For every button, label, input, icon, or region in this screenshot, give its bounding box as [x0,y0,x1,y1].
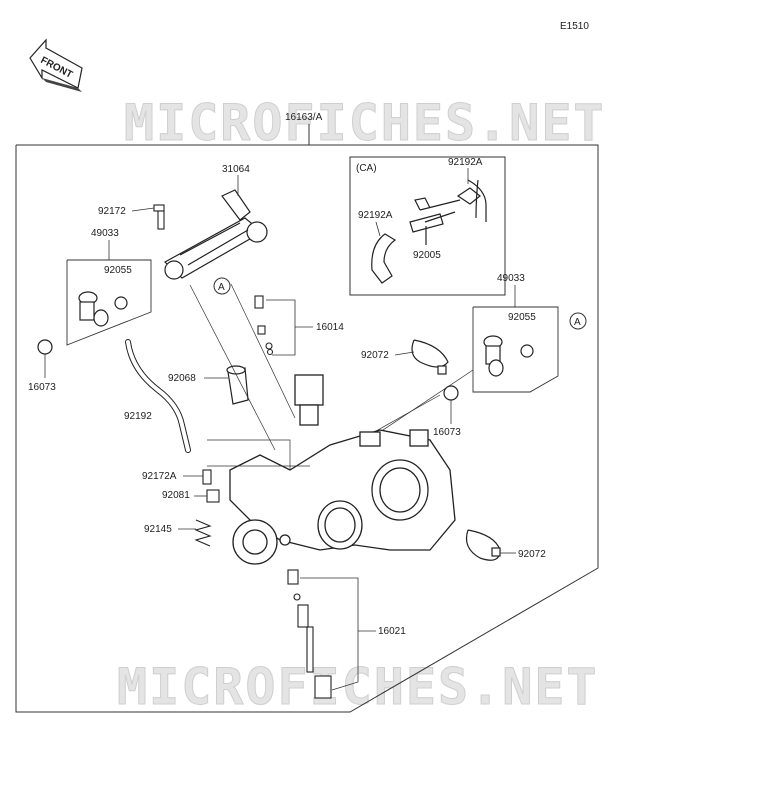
idle-screw-16021 [287,569,332,699]
part-92081: 92081 [162,490,190,501]
part-92072-bottom: 92072 [518,549,546,560]
ca-part-92192A-top: 92192A [448,157,483,168]
callout-a-left [213,277,231,295]
spring-92145 [194,519,212,547]
part-92172A: 92172A [142,471,177,482]
part-92055-right: 92055 [508,312,536,323]
watermark-top: MICROFICHES.NET [124,94,606,152]
injector-left [78,291,128,327]
part-49033-left: 49033 [91,228,119,239]
part-31064: 31064 [222,164,250,175]
ca-part-92005: 92005 [413,250,441,261]
assembly-label: 16163/A [285,112,323,123]
left-injector-group [66,259,152,346]
ca-hose-assembly [371,179,487,284]
bolt-92172A [202,469,212,485]
part-92068: 92068 [168,373,196,384]
part-49033-right: 49033 [497,273,525,284]
callout-a-right [569,312,587,330]
part-92192: 92192 [124,411,152,422]
clamp-92072-bottom [465,529,501,561]
part-16073-left: 16073 [28,382,56,393]
part-92055-left: 92055 [104,265,132,276]
callout-a-left-letter: A [218,282,225,293]
hose-92192 [125,339,191,453]
throttle-body [229,374,456,565]
ca-part-92192A-left: 92192A [358,210,393,221]
sensor-screws-16014 [254,295,274,356]
cap-92068 [226,365,249,405]
part-16014: 16014 [316,322,344,333]
washer-16073-left [37,339,53,355]
right-injector-group [472,306,559,393]
clamp-92072-top [411,339,449,375]
front-arrow-icon: FRONT [29,38,83,92]
diagram-code: E1510 [560,21,589,32]
fuel-rail [163,189,268,280]
part-92145: 92145 [144,524,172,535]
assembly-frame [15,124,599,713]
watermark-bottom: MICROFICHES.NET [117,658,599,716]
part-92172: 92172 [98,206,126,217]
ca-label: (CA) [356,163,377,174]
bolt-92172 [153,204,165,230]
part-16021: 16021 [378,626,406,637]
ca-box [349,156,506,296]
spring-92081 [206,489,220,503]
callout-a-right-letter: A [574,317,581,328]
injector-right [483,335,534,377]
part-92072-top: 92072 [361,350,389,361]
part-16073-right: 16073 [433,427,461,438]
